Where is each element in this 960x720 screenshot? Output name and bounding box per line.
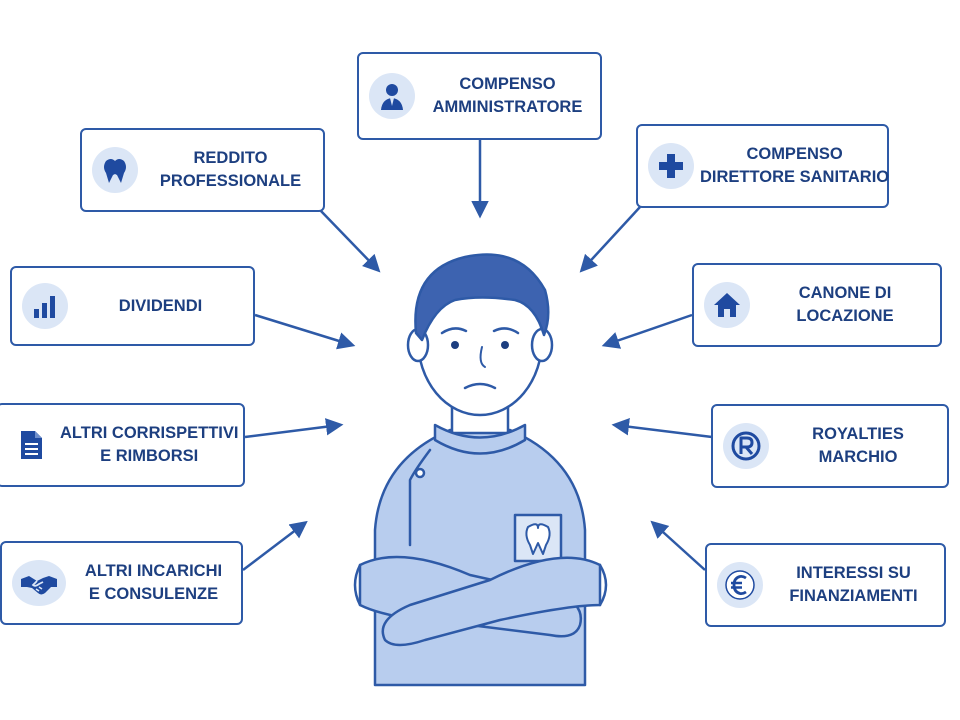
label-altri-corrispettivi: ALTRI CORRISPETTIVI E RIMBORSI — [60, 424, 239, 465]
box-altri-corrispettivi: ALTRI CORRISPETTIVI E RIMBORSI — [0, 403, 245, 487]
box-royalties-marchio: ROYALTIES MARCHIO — [711, 404, 949, 488]
arrow-dividendi — [254, 313, 356, 350]
hair — [414, 253, 550, 342]
house-icon — [704, 282, 750, 328]
uniform-collar — [433, 423, 527, 455]
label-reddito-professionale: REDDITO PROFESSIONALE — [159, 149, 302, 190]
euro-icon — [717, 562, 763, 608]
box-interessi-finanziamenti: INTERESSI SU FINANZIAMENTI — [705, 543, 946, 627]
businessman-icon — [369, 73, 415, 119]
box-dividendi: DIVIDENDI — [10, 266, 255, 346]
label-dividendi: DIVIDENDI — [118, 296, 203, 315]
handshake-icon — [12, 560, 66, 606]
label-compenso-amministratore: COMPENSO AMMINISTRATORE — [432, 75, 583, 116]
arrow-altri-incarichi — [242, 520, 308, 571]
label-royalties-marchio: ROYALTIES MARCHIO — [812, 425, 904, 466]
tooth-icon — [92, 147, 138, 193]
registered-trademark-icon — [723, 423, 769, 469]
arrow-reddito-professionale — [319, 209, 381, 273]
label-altri-incarichi: ALTRI INCARICHI E CONSULENZE — [84, 562, 223, 603]
box-canone-di-locazione: CANONE DI LOCAZIONE — [692, 263, 942, 347]
arrow-altri-corrispettivi — [244, 418, 344, 439]
label-interessi-finanziamenti: INTERESSI SU FINANZIAMENTI — [789, 564, 918, 605]
box-altri-incarichi: ALTRI INCARICHI E CONSULENZE — [0, 541, 243, 625]
arrow-royalties-marchio — [611, 418, 713, 439]
label-compenso-direttore-sanitario: COMPENSO DIRETTORE SANITARIO — [700, 145, 890, 186]
box-compenso-amministratore: COMPENSO AMMINISTRATORE — [357, 52, 602, 140]
bar-chart-icon — [22, 283, 68, 329]
arrow-compenso-direttore-sanitario — [579, 206, 641, 273]
medical-cross-icon — [648, 143, 694, 189]
box-reddito-professionale: REDDITO PROFESSIONALE — [80, 128, 325, 212]
arrow-interessi-finanziamenti — [650, 520, 706, 571]
label-canone-di-locazione: CANONE DI LOCAZIONE — [796, 284, 894, 325]
box-compenso-direttore-sanitario: COMPENSO DIRETTORE SANITARIO — [636, 124, 889, 208]
arrow-canone-di-locazione — [601, 313, 693, 349]
worried-dentist-illustration — [353, 253, 608, 687]
document-icon — [8, 422, 54, 468]
